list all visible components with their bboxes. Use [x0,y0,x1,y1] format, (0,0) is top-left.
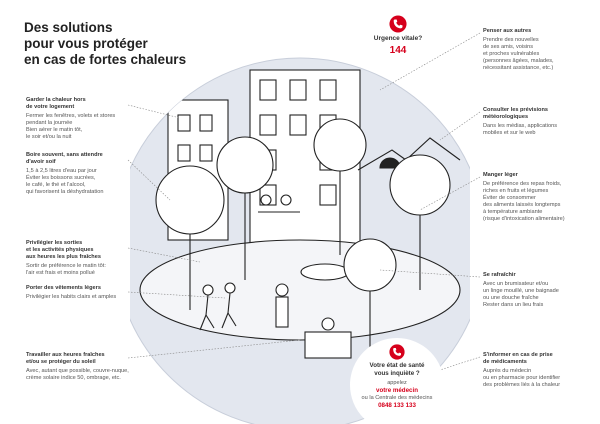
tip-text: nécessitant assistance, etc.) [483,65,554,71]
tip-text: (personnes âgées, malades, [483,58,554,64]
tip-cool-off: Se rafraîchir Avec un brumisateur et/ou … [483,272,559,309]
tip-text: Avec, autant que possible, couvre-nuque, [26,368,129,374]
tip-heading: Se rafraîchir [483,272,516,278]
tip-text: de ses amis, voisins [483,44,534,50]
tip-text: et proches vulnérables [483,51,540,57]
tip-text: Bien aérer le matin tôt, [26,127,83,133]
doctor-callout: Votre état de santé vous inquiète ? appe… [350,338,444,424]
phone-icon [389,15,407,33]
tip-text: Privilégier les habits clairs et amples [26,294,117,300]
tip-think-of-others: Penser aux autres Prendre des nouvelles … [483,28,554,72]
title-line: pour vous protéger [24,36,148,51]
tip-text: pendant la journée [26,120,73,126]
tree [313,118,367,255]
doctor-question: Votre état de santé [369,362,425,369]
tip-cool-hours: Privilégier les sorties et les activités… [26,240,106,277]
tip-text: Rester dans un lieu frais [483,302,544,308]
tip-light-clothes: Porter des vêtements légers Privilégier … [26,285,116,301]
emergency-number[interactable]: 144 [389,45,407,56]
tip-text: qui favorisent la déshydratation [26,189,104,195]
page-title: Des solutions pour vous protéger en cas … [24,20,214,68]
tip-text: le soir et/ou la nuit [26,134,72,140]
tip-text: crème solaire indice 50, ombrage, etc. [26,375,121,381]
tip-heading: Garder la chaleur hors [26,97,86,103]
tip-text: ou en pharmacie pour identifier [483,375,561,381]
tip-text: un linge mouillé, une baignade [483,288,559,294]
tip-heading: aux heures les plus fraîches [26,254,101,260]
tip-heading: météorologiques [483,114,529,120]
worker [304,317,352,359]
doctor-question: vous inquiète ? [374,370,420,377]
tip-text: à température ambiante [483,209,543,215]
tip-text: Avec un brumisateur et/ou [483,281,549,287]
person-drinking [275,283,289,328]
tip-text: (risque d'intoxication alimentaire) [483,216,565,222]
emergency-label: Urgence vitale? [373,35,423,42]
tip-heading: Boire souvent, sans attendre [26,152,103,158]
bench-people [258,194,300,213]
tip-text: riches en fruits et légumes [483,188,549,194]
tip-eat-light: Manger léger De préférence des repas fro… [483,172,565,223]
tip-heading: Travailler aux heures fraîches [26,352,105,358]
tree [216,136,274,280]
tip-heading: de votre logement [26,104,75,110]
tip-text: Éviter de consommer [483,195,536,201]
tip-heading: Consulter les prévisions [483,107,548,113]
tip-text: Dans les médias, applications [483,123,557,129]
title-line: Des solutions [24,20,113,35]
tip-text: l'air est frais et moins pollué [26,270,95,276]
tip-text: De préférence des repas froids, [483,181,562,187]
tip-heading: et/ou se protéger du soleil [26,359,96,365]
city-scene-illustration [130,57,470,424]
tip-text: Sortir de préférence le matin tôt: [26,263,106,269]
tip-text: ou une douche fraîche [483,295,539,301]
emergency-callout: Urgence vitale? 144 [362,6,434,78]
tip-text: 1,5 à 2,5 litres d'eau par jour [26,168,97,174]
tip-heading: Penser aux autres [483,28,532,34]
doctor-central-text: ou la Centrale des médecins [361,395,433,401]
tip-text: Auprès du médecin [483,368,532,374]
tip-text: le café, le thé et l'alcool, [26,182,86,188]
tip-heading: Manger léger [483,172,518,178]
doctor-label: votre médecin [376,387,418,394]
tree [343,238,397,370]
tip-text: Prendre des nouvelles [483,37,539,43]
tip-text: des aliments laissés longtemps [483,202,561,208]
tip-heading: S'informer en cas de prise [483,352,553,358]
tip-heading: Privilégier les sorties [26,240,83,246]
plaza [139,239,461,341]
tip-heading: Porter des vêtements légers [26,285,101,291]
tip-heading: de médicaments [483,359,527,365]
tip-heading: d'avoir soif [26,159,56,165]
tip-heading: et les activités physiques [26,247,94,253]
phone-icon [389,344,405,360]
tip-text: Éviter les boissons sucrées, [26,175,96,181]
tip-text: mobiles et sur le web [483,130,536,136]
fountain [300,263,350,281]
doctor-number[interactable]: 0848 133 133 [378,402,416,409]
doctor-call-text: appelez [387,380,407,386]
tip-text: des problèmes liés à la chaleur [483,382,561,388]
tip-text: Fermer les fenêtres, volets et stores [26,113,116,119]
title-line: en cas de fortes chaleurs [24,52,187,67]
